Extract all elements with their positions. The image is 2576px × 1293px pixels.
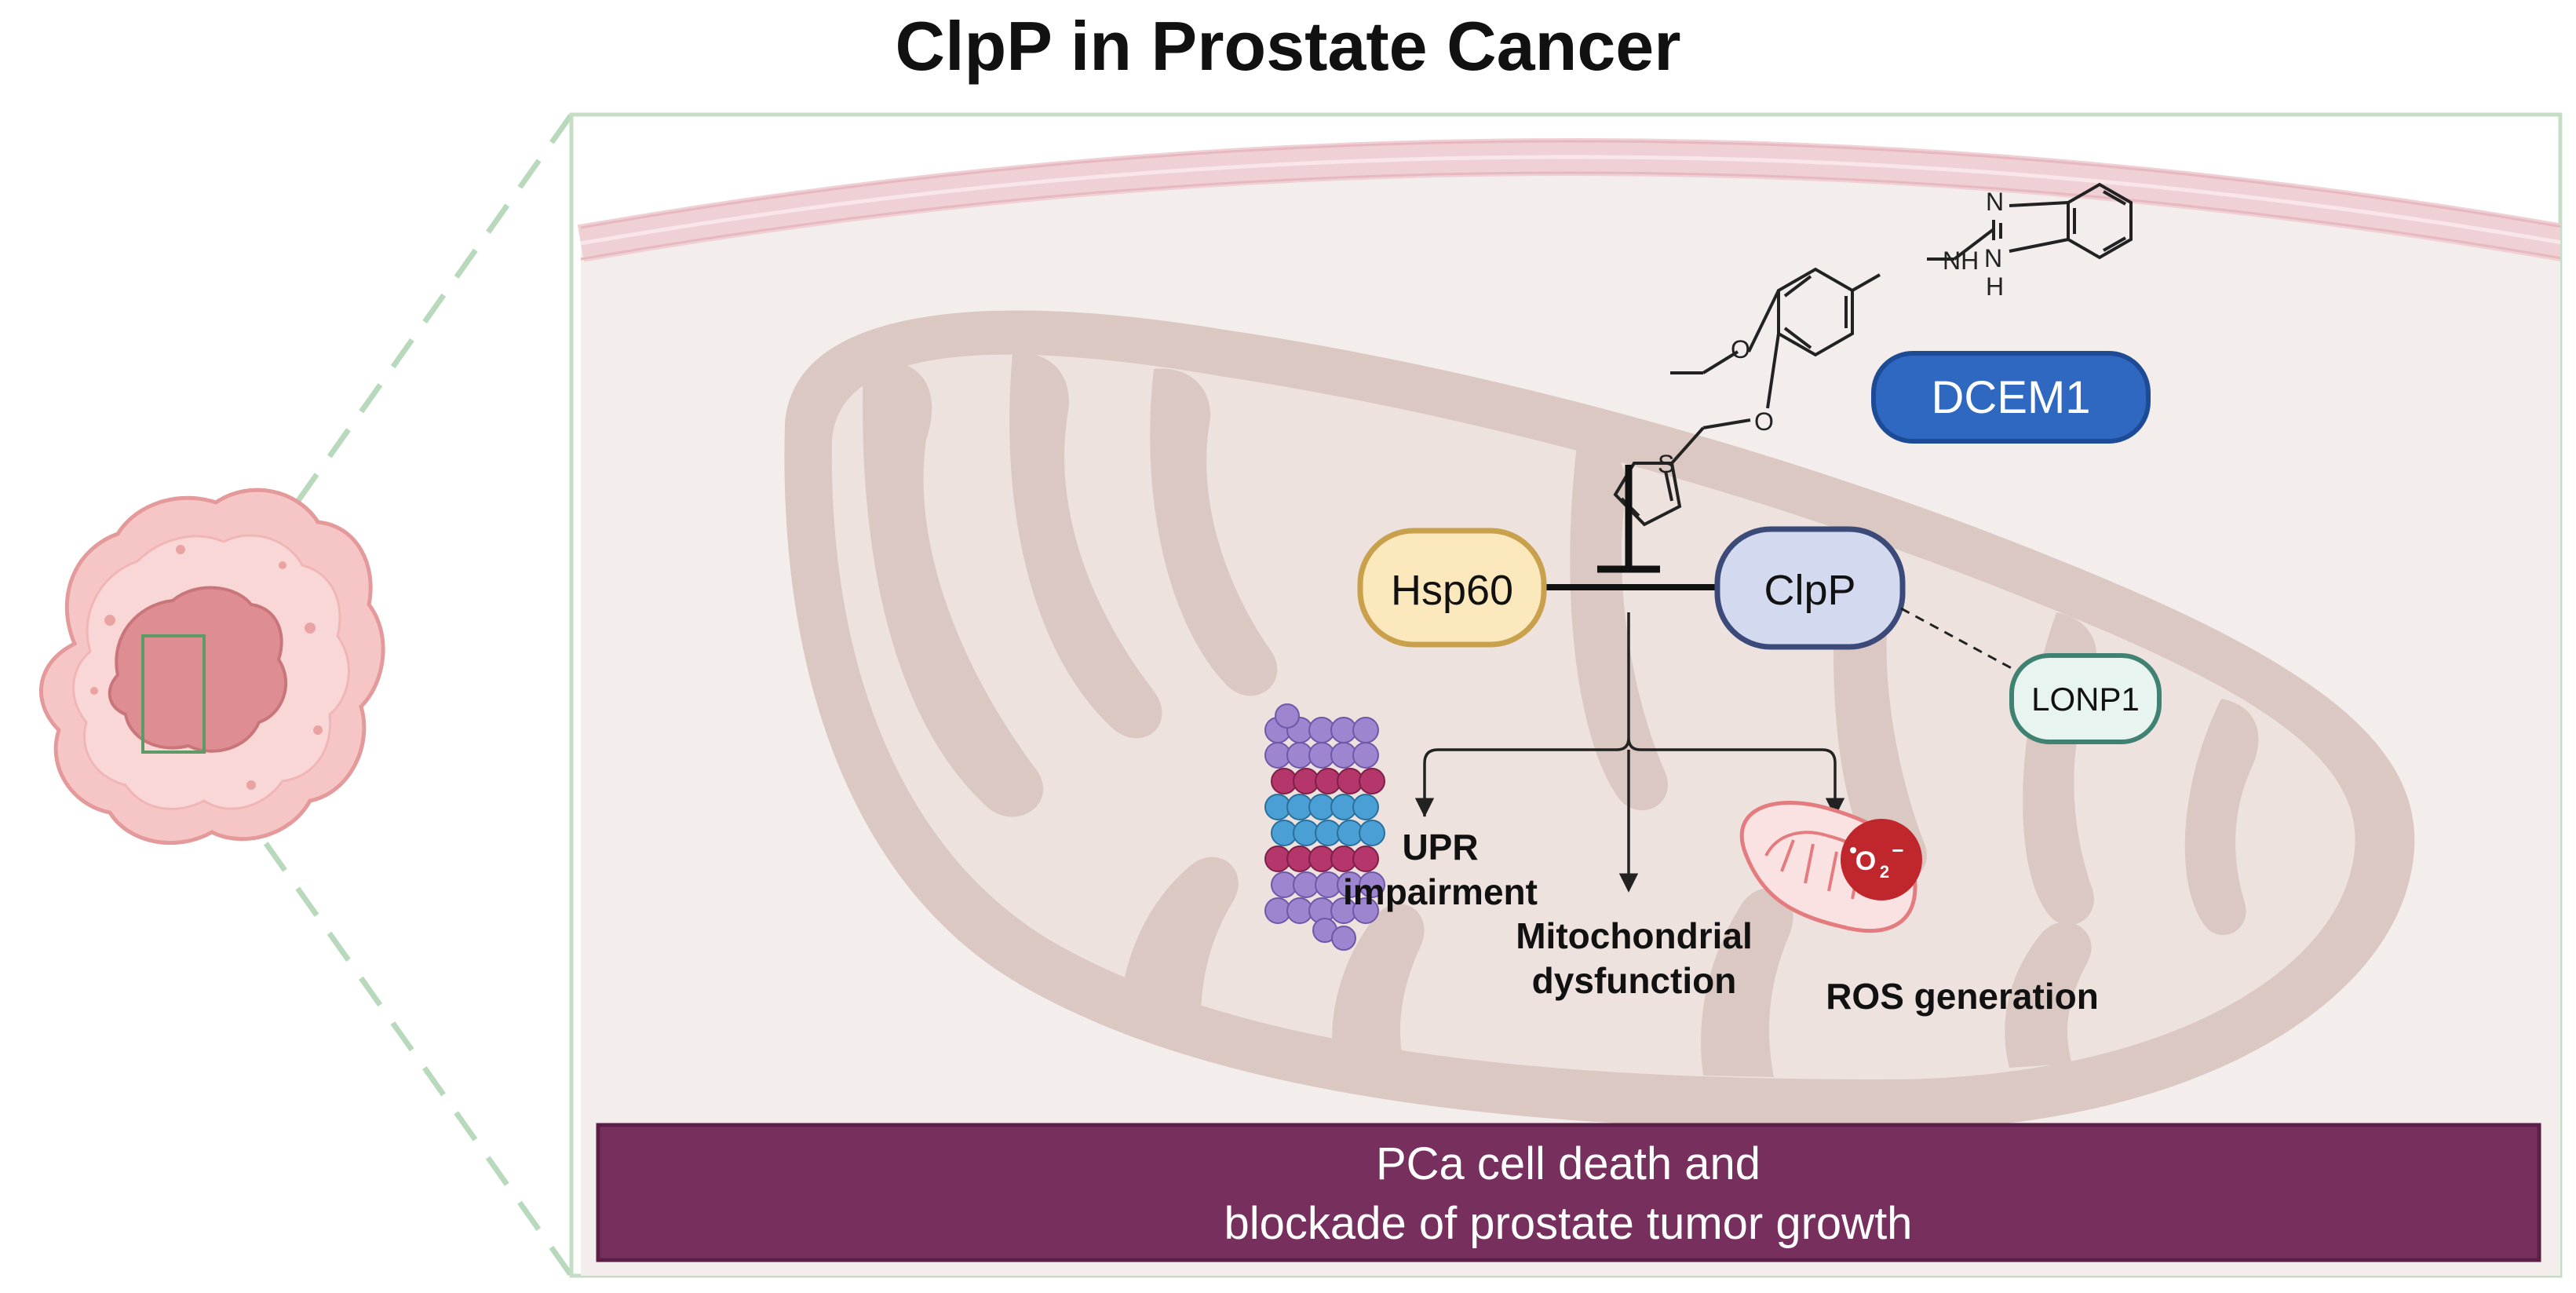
upr-label-line1: UPR (1402, 827, 1478, 867)
protein-bead (1352, 742, 1379, 769)
protein-bead (1331, 926, 1356, 951)
superoxide-o: O (1855, 846, 1876, 876)
hsp60-node: Hsp60 (1357, 528, 1547, 648)
mito-dysfunction-line2: dysfunction (1532, 960, 1737, 1001)
protein-bead (1359, 820, 1385, 846)
protein-bead (1352, 897, 1379, 924)
diagram-title: ClpP in Prostate Cancer (895, 7, 1681, 85)
inhibition-symbol (1597, 465, 1660, 573)
dcem1-chemical-structure (1613, 182, 2133, 527)
dcem1-atom-labels: NH N N H O O S (1658, 188, 2004, 478)
lonp1-node: LONP1 (2009, 653, 2162, 744)
atom-n-top: N (1986, 188, 2004, 216)
atom-n-bottom: N (1984, 244, 2002, 272)
atom-o-ether: O (1731, 335, 1750, 363)
protein-bead (1352, 794, 1379, 820)
protein-bead (1275, 703, 1300, 729)
superoxide-charge: − (1892, 838, 1903, 862)
clpp-label: ClpP (1764, 567, 1855, 614)
result-banner: PCa cell death and blockade of prostate … (596, 1123, 2541, 1262)
mito-dysfunction-line1: Mitochondrial (1516, 915, 1753, 956)
dcem1-node: DCEM1 (1871, 351, 2151, 444)
atom-o-link: O (1754, 407, 1774, 436)
ros-mitochondrion-icon: O 2 − (1739, 801, 1922, 933)
mitochondrion-illustration (784, 310, 2415, 1130)
atom-h: H (1986, 272, 2004, 301)
atom-nh: NH (1943, 247, 1979, 275)
upr-label-line2: impairment (1343, 871, 1538, 912)
downstream-arrows (1414, 612, 1845, 893)
protein-bead (1359, 768, 1385, 794)
dcem1-label: DCEM1 (1931, 372, 2090, 423)
atom-s: S (1658, 450, 1674, 478)
clpp-node: ClpP (1714, 526, 1906, 650)
cancer-cell-icon (39, 488, 385, 846)
result-line1: PCa cell death and (1376, 1138, 1761, 1189)
protein-bead (1352, 846, 1379, 872)
lonp1-label: LONP1 (2031, 681, 2140, 718)
protein-bead (1359, 871, 1385, 898)
protein-complex-icon (1264, 703, 1385, 951)
ros-generation-label: ROS generation (1826, 976, 2099, 1017)
clpp-lonp1-association (1900, 607, 2018, 673)
protein-bead (1352, 717, 1379, 743)
result-line2: blockade of prostate tumor growth (1224, 1198, 1913, 1249)
superoxide-subscript: 2 (1880, 862, 1889, 882)
hsp60-label: Hsp60 (1391, 567, 1513, 614)
